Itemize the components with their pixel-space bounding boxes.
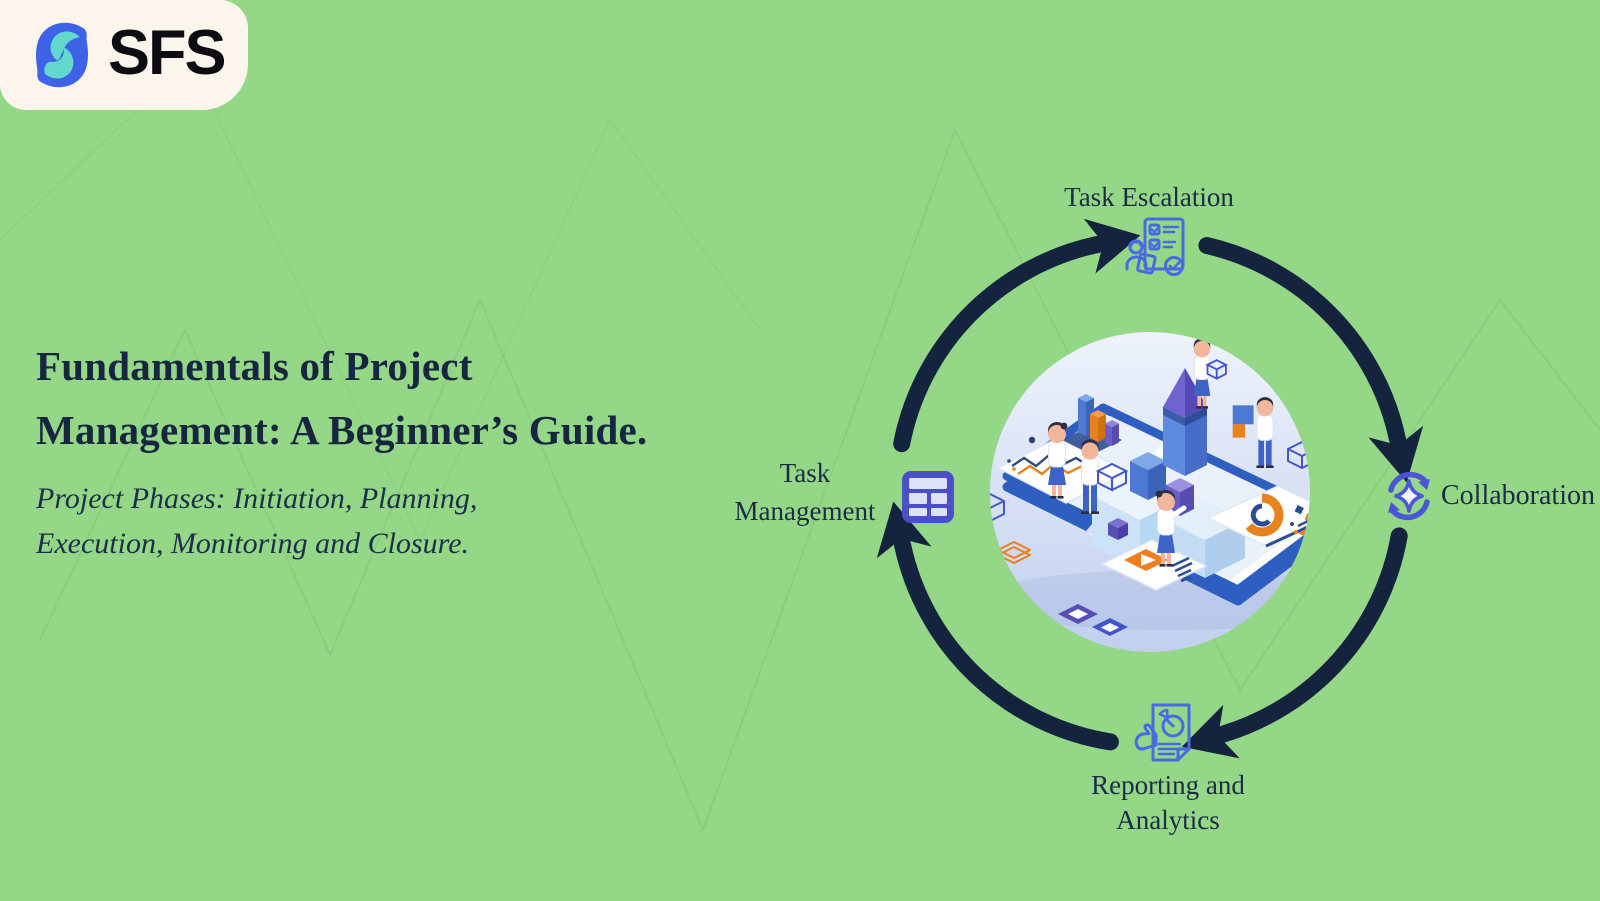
document-piechart-icon bbox=[1134, 703, 1191, 762]
label-reporting-analytics: Reporting and Analytics bbox=[1018, 768, 1318, 838]
label-task-management-line1: Task bbox=[779, 458, 831, 488]
label-reporting-line1: Reporting and bbox=[1091, 770, 1245, 800]
cycle-arc-left-to-top bbox=[893, 236, 1106, 453]
arrowhead-to-collaboration bbox=[1368, 425, 1424, 483]
cycle-arrows bbox=[893, 236, 1408, 751]
hero-text-block: Fundamentals of Project Management: A Be… bbox=[36, 334, 796, 566]
page-subtitle-line1: Project Phases: Initiation, Planning, bbox=[36, 482, 478, 515]
cycle-diagram-canvas bbox=[876, 217, 1430, 762]
cycle-arc-bottom-to-left bbox=[894, 536, 1119, 751]
sync-sparkle-icon bbox=[1388, 471, 1430, 521]
page-title: Fundamentals of Project Management: A Be… bbox=[36, 334, 796, 462]
label-task-management-line2: Management bbox=[734, 496, 876, 526]
label-task-management: Task Management bbox=[655, 454, 955, 530]
center-illustration-circle bbox=[990, 332, 1310, 652]
page-title-line2: Management: A Beginner’s Guide. bbox=[36, 407, 648, 453]
team-people-figures bbox=[1048, 338, 1274, 567]
logo-card: SFS bbox=[0, 0, 248, 110]
arrowhead-to-task-escalation bbox=[1083, 218, 1141, 274]
cycle-arc-right-to-bottom bbox=[1215, 527, 1408, 743]
person-checklist-icon bbox=[1125, 217, 1185, 276]
label-reporting-line2: Analytics bbox=[1116, 805, 1220, 835]
label-collaboration-line1: Collaboration bbox=[1441, 480, 1595, 511]
label-task-escalation: Task Escalation bbox=[949, 180, 1349, 215]
logo-wordmark: SFS bbox=[108, 17, 227, 88]
sfs-logo-icon bbox=[35, 22, 89, 88]
donut-chart-card bbox=[1206, 485, 1310, 548]
table-grid-icon bbox=[902, 471, 954, 523]
arrowhead-to-task-management bbox=[876, 501, 932, 559]
cycle-arrowheads bbox=[876, 218, 1424, 759]
media-list-card bbox=[1100, 539, 1208, 591]
page-subtitle: Project Phases: Initiation, Planning, Ex… bbox=[36, 476, 796, 566]
label-collaboration: Collaboration bbox=[1441, 478, 1600, 513]
page-title-line1: Fundamentals of Project bbox=[36, 343, 473, 389]
label-task-escalation-line1: Task Escalation bbox=[1064, 182, 1234, 212]
page-subtitle-line2: Execution, Monitoring and Closure. bbox=[36, 527, 470, 560]
cycle-arc-top-to-right bbox=[1198, 237, 1406, 448]
project-cycle-diagram: Task Escalation Collaboration Reporting … bbox=[735, 140, 1595, 885]
arrowhead-to-reporting bbox=[1181, 704, 1240, 759]
